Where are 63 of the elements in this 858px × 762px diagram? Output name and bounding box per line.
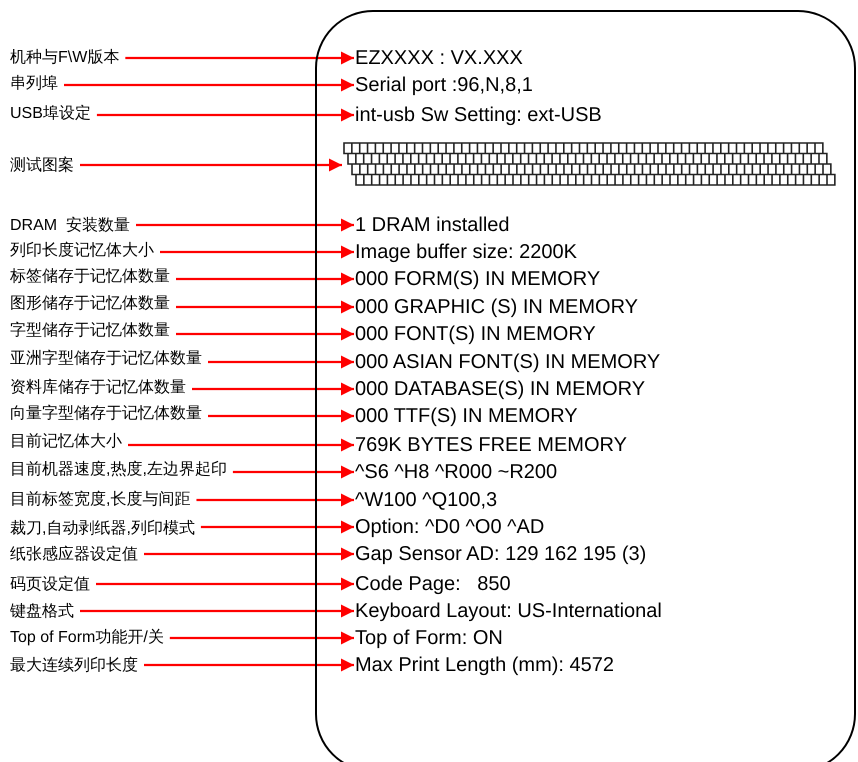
field-label: 列印长度记忆体大小 xyxy=(10,243,154,259)
printout-line: Code Page: 850 xyxy=(355,574,511,594)
arrow xyxy=(232,465,354,479)
field-label: 标签储存于记忆体数量 xyxy=(10,269,170,285)
printout-line: Image buffer size: 2200K xyxy=(355,242,577,262)
arrow xyxy=(208,409,354,423)
field-label: 目前记忆体大小 xyxy=(10,434,122,450)
arrow xyxy=(125,51,354,65)
printout-line: int-usb Sw Setting: ext-USB xyxy=(355,105,602,125)
arrow xyxy=(170,631,354,645)
field-label: 亚洲字型储存于记忆体数量 xyxy=(10,351,202,367)
arrow xyxy=(208,355,354,369)
field-label: 目前标签宽度,长度与间距 xyxy=(10,492,190,508)
field-label: USB埠设定 xyxy=(10,106,91,122)
printout-line: Top of Form: ON xyxy=(355,628,503,648)
field-label: 裁刀,自动剥纸器,列印模式 xyxy=(10,521,195,537)
arrow xyxy=(96,108,354,122)
printout-card xyxy=(315,10,856,762)
field-label: 图形储存于记忆体数量 xyxy=(10,296,170,312)
printout-line: 000 GRAPHIC (S) IN MEMORY xyxy=(355,297,638,317)
arrow xyxy=(200,520,354,534)
field-label: 码页设定值 xyxy=(10,577,90,593)
arrow xyxy=(160,245,354,259)
printout-line: 769K BYTES FREE MEMORY xyxy=(355,435,627,455)
printout-line: 000 FORM(S) IN MEMORY xyxy=(355,269,600,289)
arrow xyxy=(192,382,354,396)
arrow xyxy=(96,577,354,591)
printout-line: 000 TTF(S) IN MEMORY xyxy=(355,406,578,426)
printout-line: 000 DATABASE(S) IN MEMORY xyxy=(355,379,646,399)
arrow xyxy=(144,658,354,672)
arrow xyxy=(128,438,354,452)
field-label: 最大连续列印长度 xyxy=(10,658,138,674)
printout-line: Max Print Length (mm): 4572 xyxy=(355,655,614,675)
arrow xyxy=(80,604,354,618)
arrow xyxy=(64,78,354,92)
field-label: 目前机器速度,热度,左边界起印 xyxy=(10,462,227,478)
arrow xyxy=(176,272,354,286)
arrow xyxy=(176,300,354,314)
field-label: 字型储存于记忆体数量 xyxy=(10,323,170,339)
arrow xyxy=(80,158,342,172)
printout-line: 1 DRAM installed xyxy=(355,215,510,235)
field-label: 资料库储存于记忆体数量 xyxy=(10,380,186,396)
printout-line: Keyboard Layout: US-International xyxy=(355,601,662,621)
field-label: 键盘格式 xyxy=(10,604,74,620)
field-label: 测试图案 xyxy=(10,158,74,174)
printout-line: Serial port :96,N,8,1 xyxy=(355,75,533,95)
field-label: Top of Form功能开/关 xyxy=(10,630,164,646)
field-label: 纸张感应器设定值 xyxy=(10,547,138,563)
printout-line: 000 ASIAN FONT(S) IN MEMORY xyxy=(355,352,660,372)
arrow xyxy=(144,547,354,561)
field-label: DRAM 安装数量 xyxy=(10,218,130,234)
printout-line: Option: ^D0 ^O0 ^AD xyxy=(355,517,544,537)
printout-line: EZXXXX : VX.XXX xyxy=(355,48,523,68)
arrow xyxy=(136,218,354,232)
field-label: 机种与F\W版本 xyxy=(10,50,120,66)
printout-line: 000 FONT(S) IN MEMORY xyxy=(355,324,596,344)
printout-line: ^W100 ^Q100,3 xyxy=(355,490,498,510)
field-label: 向量字型储存于记忆体数量 xyxy=(10,406,202,422)
printout-line: Gap Sensor AD: 129 162 195 (3) xyxy=(355,544,646,564)
field-label: 串列埠 xyxy=(10,76,58,92)
arrow xyxy=(176,327,354,341)
printout-line: ^S6 ^H8 ^R000 ~R200 xyxy=(355,462,558,482)
arrow xyxy=(196,493,354,507)
